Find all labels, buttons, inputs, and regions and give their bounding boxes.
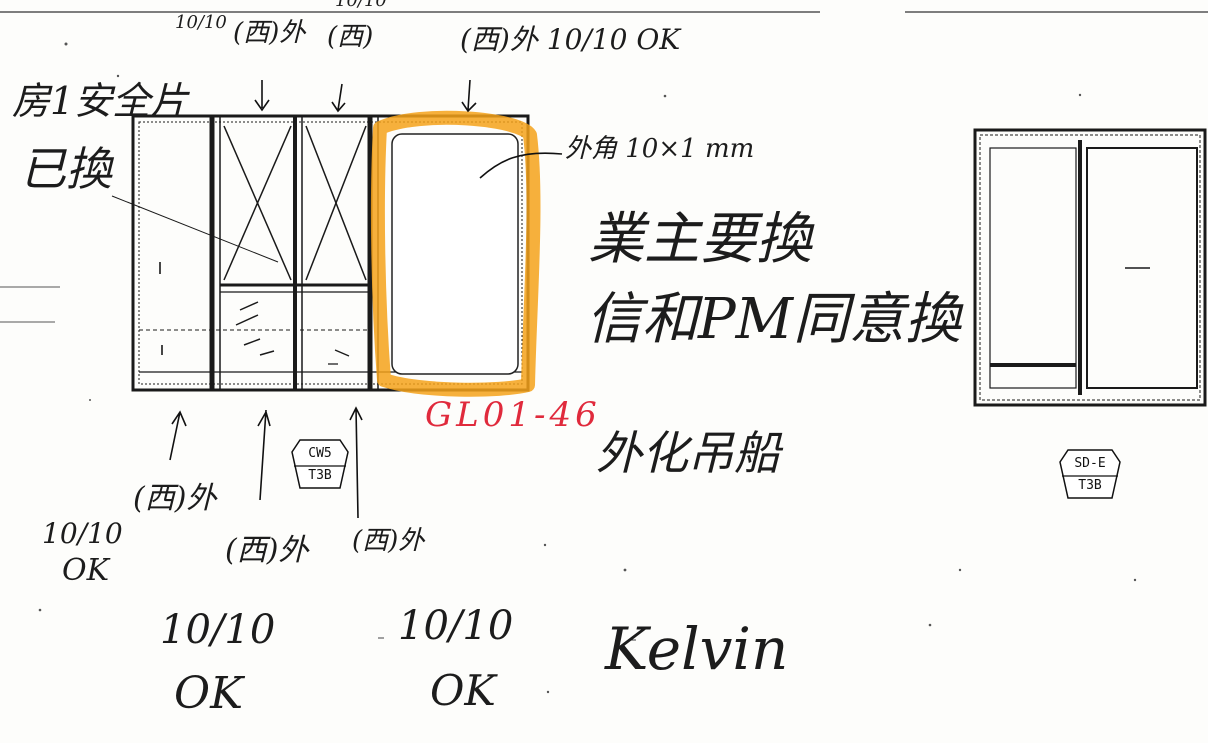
- note-outer-frame-size: 外角 10×1 mm: [565, 134, 755, 164]
- sd-tag-bottom: T3B: [1078, 478, 1102, 493]
- note-bottom-left-ok: OK: [62, 553, 110, 588]
- highlighted-pane: [391, 133, 519, 375]
- sd-tag-top: SD-E: [1074, 456, 1106, 471]
- note-bottom-west-outer-3: (西)外: [352, 526, 425, 556]
- note-west-outer-top-1: (西)外: [233, 18, 306, 48]
- note-pm-agreed-replace: 信和PM同意換: [586, 287, 962, 352]
- sd-tag-hexagon: [1059, 449, 1121, 499]
- note-ratio-top-left: 10/10: [175, 12, 227, 33]
- note-bottom-ok-1: OK: [174, 668, 243, 719]
- cw5-tag-bottom: T3B: [308, 468, 332, 483]
- sd-window-elevation: [973, 128, 1207, 407]
- scan-noise: [38, 42, 1137, 694]
- note-owner-wants-replace: 業主要換: [588, 207, 812, 272]
- note-safety-glass: 房1安全片: [12, 79, 189, 123]
- top-scribble: 10/10: [335, 0, 387, 11]
- note-west-outer-ok-top: (西)外 10/10 OK: [460, 23, 681, 56]
- note-bottom-west-outer-2: (西)外: [225, 533, 309, 568]
- note-bottom-fraction-2: 10/10: [398, 603, 514, 649]
- panel-code: GL01-46: [425, 395, 601, 435]
- note-replaced: 已換: [20, 142, 112, 196]
- note-bottom-left-fraction: 10/10: [42, 517, 123, 550]
- note-bottom-fraction-1: 10/10: [160, 607, 276, 653]
- signature: Kelvin: [605, 615, 789, 683]
- bottom-arrows: [169, 406, 363, 519]
- cw5-tag-hexagon: [291, 439, 349, 489]
- note-west-top-2: (西): [327, 22, 374, 52]
- note-bottom-ok-2: OK: [430, 666, 496, 715]
- note-bottom-west-outer-1: (西)外: [133, 481, 217, 516]
- top-arrows: [254, 79, 477, 113]
- note-outsource-gondola: 外化吊船: [596, 426, 780, 480]
- orange-highlight-mark: [370, 110, 541, 397]
- cw5-tag-top: CW5: [308, 446, 332, 461]
